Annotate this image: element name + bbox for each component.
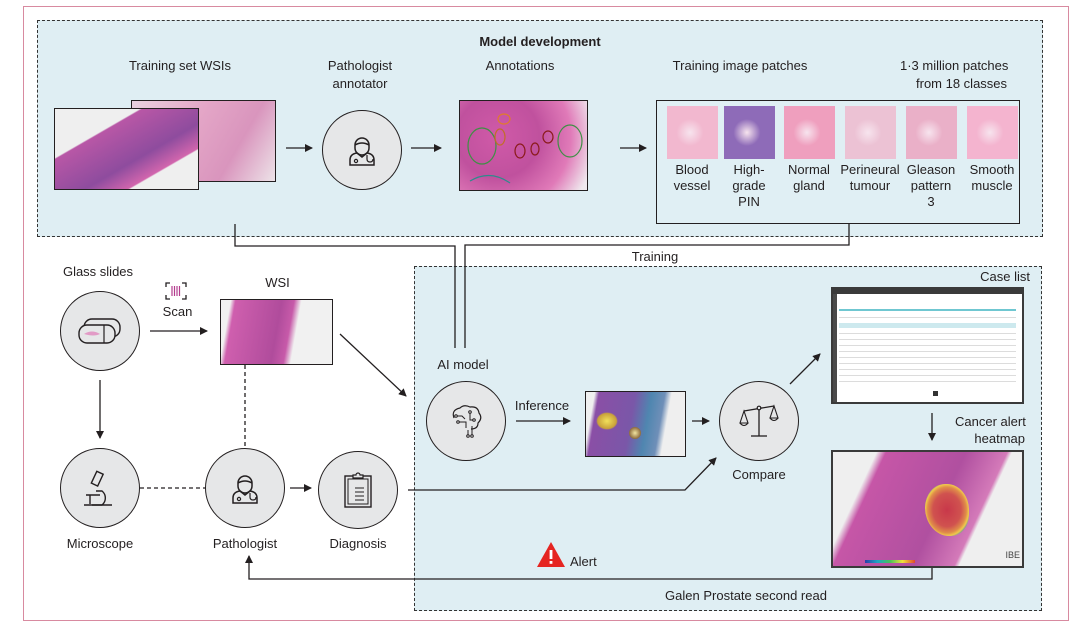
training-wsis-label: Training set WSIs	[128, 58, 232, 73]
table-row	[839, 351, 1016, 352]
clipboard-icon	[344, 472, 372, 508]
patch-label-line: Perineural	[840, 162, 900, 177]
pathologist-label: Pathologist	[212, 536, 278, 551]
ai-model-circle	[426, 381, 506, 461]
training-patch-image	[845, 106, 896, 159]
patch-label-line: High-	[733, 162, 765, 177]
table-row	[839, 323, 1016, 328]
annotator-label-2: annotator	[332, 76, 388, 91]
annotations-label: Annotations	[485, 58, 555, 73]
app-sidebar	[833, 294, 837, 402]
watermark-text: IBE	[1005, 550, 1020, 560]
patch-label-line: PIN	[738, 194, 760, 209]
second-read-label: Galen Prostate second read	[665, 588, 827, 603]
wsi-image	[220, 299, 333, 365]
microscope-icon	[84, 470, 112, 506]
patch-label-line: Gleason	[906, 162, 956, 177]
alert-warning-icon	[537, 542, 565, 567]
microscope-label: Microscope	[66, 536, 134, 551]
wsi-label: WSI	[265, 275, 290, 290]
compare-label: Compare	[732, 467, 786, 482]
hotspot-mark	[596, 412, 618, 430]
patches-count-2: from 18 classes	[916, 76, 1008, 91]
cancer-alert-label-1: Cancer alert	[955, 414, 1026, 429]
table-row	[839, 357, 1016, 358]
table-row	[839, 317, 1016, 318]
pagination-marker	[933, 391, 938, 396]
ai-model-label: AI model	[437, 357, 489, 372]
balance-scale-icon	[739, 404, 779, 437]
patch-label-line: Blood	[675, 162, 709, 177]
inference-heatmap-image	[585, 391, 686, 457]
patch-label-line: Smooth	[969, 162, 1015, 177]
glass-slides-circle	[60, 291, 140, 371]
app-titlebar	[833, 289, 1022, 294]
alert-label: Alert	[570, 554, 597, 569]
compare-circle	[719, 381, 799, 461]
table-row	[839, 339, 1016, 340]
doctor-icon	[232, 475, 258, 504]
patch-label-line: tumour	[849, 178, 891, 193]
table-row	[839, 333, 1016, 334]
glass-slides-label: Glass slides	[62, 264, 134, 279]
diagnosis-label: Diagnosis	[329, 536, 387, 551]
patch-label-line: muscle	[971, 178, 1013, 193]
cancer-alert-label-2: heatmap	[974, 431, 1025, 446]
case-list-screenshot	[831, 287, 1024, 404]
pathologist-circle	[205, 448, 285, 528]
microscope-circle	[60, 448, 140, 528]
training-wsi-front	[54, 108, 199, 190]
annotations-image	[459, 100, 588, 191]
model-development-title: Model development	[479, 34, 601, 49]
patch-label-line: pattern	[910, 178, 952, 193]
patch-label-line: 3	[927, 194, 935, 209]
doctor-icon	[349, 137, 375, 166]
table-row	[839, 345, 1016, 346]
table-row	[839, 309, 1016, 311]
barcode-scan-icon	[165, 282, 187, 300]
patch-label-line: Normal	[788, 162, 830, 177]
training-patch-image	[667, 106, 718, 159]
cancer-heatmap-screenshot: IBE	[831, 450, 1024, 568]
cancer-heatmap-region	[925, 484, 969, 536]
inference-label: Inference	[514, 398, 570, 413]
table-row	[839, 381, 1016, 382]
figure-border	[23, 6, 1069, 621]
ai-brain-icon	[452, 405, 482, 438]
annotation-contours	[467, 113, 583, 184]
case-list-label: Case list	[980, 269, 1030, 284]
training-label: Training	[631, 249, 679, 264]
annotator-circle	[322, 110, 402, 190]
training-patch-image	[967, 106, 1018, 159]
patches-count-1: 1·3 million patches	[900, 58, 1009, 73]
patch-label-line: vessel	[673, 178, 711, 193]
table-row	[839, 363, 1016, 364]
patches-label: Training image patches	[672, 58, 808, 73]
glass-slide-icon	[78, 318, 121, 344]
table-row	[839, 369, 1016, 370]
scan-label: Scan	[162, 304, 193, 319]
training-patch-image	[784, 106, 835, 159]
heatmap-colour-scale	[865, 560, 915, 563]
annotator-label-1: Pathologist	[327, 58, 393, 73]
training-patch-image	[906, 106, 957, 159]
hotspot-mark	[629, 427, 641, 439]
diagnosis-circle	[318, 451, 398, 529]
training-patch-image	[724, 106, 775, 159]
table-row	[839, 375, 1016, 376]
patch-label-line: gland	[793, 178, 825, 193]
patch-label-line: grade	[732, 178, 766, 193]
